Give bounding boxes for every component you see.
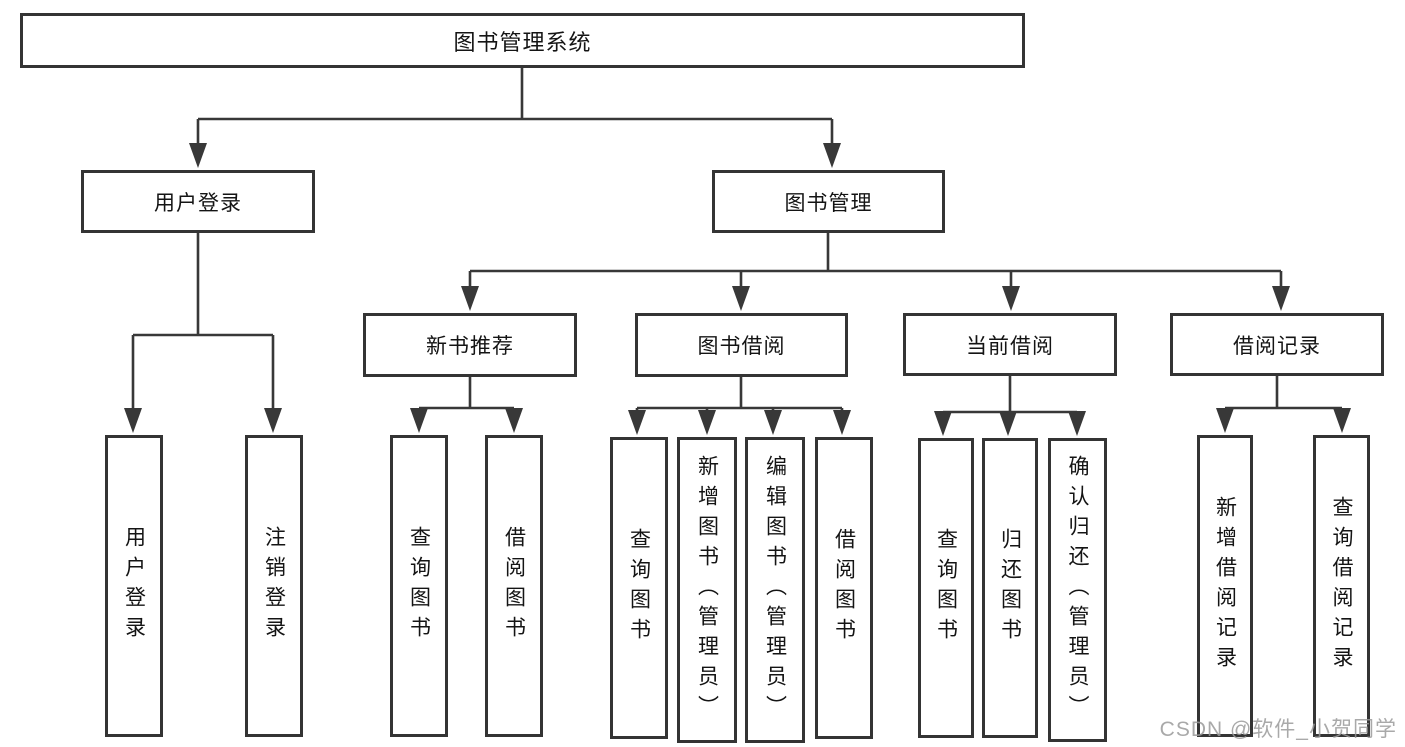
leaf-current-query: 查询图书 bbox=[918, 438, 974, 738]
node-book-mgmt: 图书管理 bbox=[712, 170, 945, 233]
leaf-records-query-label: 查询借阅记录 bbox=[1330, 496, 1353, 676]
leaf-borrow-add-admin-label: 新增图书（管理员） bbox=[695, 455, 719, 725]
leaf-logout: 注销登录 bbox=[245, 435, 303, 737]
leaf-records-add: 新增借阅记录 bbox=[1197, 435, 1253, 737]
leaf-current-return: 归还图书 bbox=[982, 438, 1038, 738]
node-new-books-label: 新书推荐 bbox=[426, 335, 514, 358]
node-current-borrow: 当前借阅 bbox=[903, 313, 1117, 376]
leaf-borrow-add-admin: 新增图书（管理员） bbox=[677, 437, 737, 743]
watermark: CSDN @软件_小贺同学 bbox=[1159, 718, 1397, 741]
leaf-user-login: 用户登录 bbox=[105, 435, 163, 737]
leaf-records-add-label: 新增借阅记录 bbox=[1213, 496, 1237, 676]
node-borrow-records: 借阅记录 bbox=[1170, 313, 1384, 376]
leaf-newbooks-borrow: 借阅图书 bbox=[485, 435, 543, 737]
leaf-borrow-edit-admin: 编辑图书（管理员） bbox=[745, 437, 805, 743]
leaf-borrow-query-label: 查询图书 bbox=[627, 528, 651, 648]
leaf-newbooks-borrow-label: 借阅图书 bbox=[502, 526, 526, 646]
node-user-login: 用户登录 bbox=[81, 170, 315, 233]
node-book-mgmt-label: 图书管理 bbox=[784, 191, 873, 215]
leaf-records-query: 查询借阅记录 bbox=[1313, 435, 1370, 737]
leaf-current-query-label: 查询图书 bbox=[934, 528, 958, 648]
leaf-current-confirm-admin: 确认归还（管理员） bbox=[1048, 438, 1107, 742]
node-borrow-records-label: 借阅记录 bbox=[1233, 334, 1321, 358]
leaf-logout-label: 注销登录 bbox=[262, 526, 286, 646]
node-new-books: 新书推荐 bbox=[363, 313, 577, 377]
node-book-borrow: 图书借阅 bbox=[635, 313, 848, 377]
node-book-borrow-label: 图书借阅 bbox=[697, 335, 786, 358]
leaf-borrow-query: 查询图书 bbox=[610, 437, 668, 739]
node-current-borrow-label: 当前借阅 bbox=[966, 334, 1054, 358]
leaf-borrow-borrow-label: 借阅图书 bbox=[832, 528, 856, 648]
leaf-newbooks-query-label: 查询图书 bbox=[407, 526, 431, 646]
leaf-current-confirm-admin-label: 确认归还（管理员） bbox=[1066, 455, 1089, 725]
node-root-label: 图书管理系统 bbox=[453, 29, 592, 55]
leaf-user-login-label: 用户登录 bbox=[122, 526, 146, 646]
node-root: 图书管理系统 bbox=[20, 13, 1025, 68]
leaf-borrow-edit-admin-label: 编辑图书（管理员） bbox=[763, 455, 787, 725]
node-user-login-label: 用户登录 bbox=[154, 191, 242, 215]
leaf-newbooks-query: 查询图书 bbox=[390, 435, 448, 737]
leaf-current-return-label: 归还图书 bbox=[998, 528, 1022, 648]
leaf-borrow-borrow: 借阅图书 bbox=[815, 437, 873, 739]
